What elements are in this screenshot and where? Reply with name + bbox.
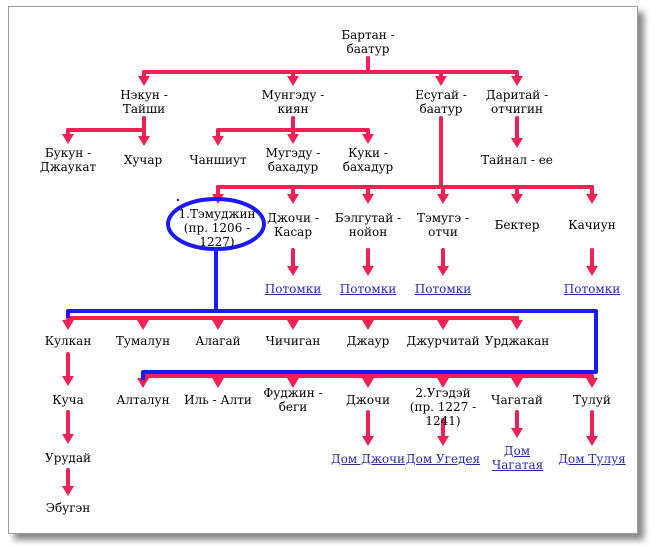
arrow-esugai-child-2-head (362, 194, 374, 204)
node-jochi-kasar: Джочи - Касар (267, 211, 319, 239)
node-il-alti: Иль - Алти (184, 393, 252, 407)
link-potomki-belgutai[interactable]: Потомки (339, 282, 397, 296)
node-temujin: 1.Тэмуджин (пр. 1206 - 1227) (178, 207, 256, 249)
arrow-kucha-urudai-head (62, 434, 74, 444)
arrow-row1-2-head (212, 320, 224, 330)
node-ugedei: 2.Угэдэй (пр. 1227 - 1241) (409, 386, 477, 428)
node-chichigan: Чичиган (265, 334, 321, 348)
node-jurchitai: Джурчитай (406, 334, 480, 348)
node-nekun: Нэкун - Тайши (120, 88, 168, 116)
node-altalun: Алталун (116, 393, 170, 407)
arrow-esugai-child-3-head (437, 194, 449, 204)
node-kuki: Куки - бахадур (342, 146, 394, 174)
node-chagatai: Чагатай (491, 393, 543, 407)
arrow-esugai-child-4-head (511, 194, 523, 204)
arrow-mungedu-kuki-head (362, 134, 374, 144)
link-dom-ugedei[interactable]: Дом Угедея (405, 452, 481, 466)
arrow-nekun-khuchar-head (138, 136, 150, 146)
node-temuge: Тэмугэ - отчи (417, 211, 469, 239)
node-tului: Тулуй (573, 393, 611, 407)
arrow-bartan-child-1-head (287, 76, 299, 86)
node-tumalun: Тумалун (115, 334, 171, 348)
link-potomki-kasar[interactable]: Потомки (264, 282, 322, 296)
arrow-row2-4-head (437, 378, 449, 388)
arrow-row1-5-head (437, 320, 449, 330)
node-kucha: Куча (52, 393, 84, 407)
highlight-dot (176, 198, 180, 202)
arrow-tului-dom-head (586, 436, 598, 446)
arrow-row2-0-head (137, 378, 149, 388)
arrow-urudai-ebugen-head (62, 486, 74, 496)
arrow-row2-3-head (362, 378, 374, 388)
link-potomki-temuge[interactable]: Потомки (414, 282, 472, 296)
arrow-mungedu-chanshiut-head (212, 136, 224, 146)
node-belgutai: Бэлгутай - нойон (334, 211, 402, 239)
node-esugai: Есугай - баатур (415, 88, 467, 116)
arrow-chagatai-dom-head (511, 428, 523, 438)
arrow-ugedei-dom-head (437, 436, 449, 446)
node-chanshiut: Чаншиут (189, 153, 247, 167)
node-kulkan: Кулкан (44, 334, 92, 348)
node-mungedu: Мунгэду - киян (261, 88, 325, 116)
arrow-daritai-tainal-head (511, 138, 523, 148)
temujin-highlight-path (66, 249, 598, 380)
arrow-row1-0-head (62, 320, 74, 330)
node-alagai: Алагай (195, 334, 241, 348)
arrow-potomki-3-head (586, 266, 598, 276)
node-bekter: Бектер (494, 218, 540, 232)
arrow-potomki-2-head (437, 266, 449, 276)
arrow-row1-4-head (362, 320, 374, 330)
arrow-row1-3-head (287, 320, 299, 330)
node-bukun: Букун - Джаукат (39, 146, 97, 174)
node-tainal: Тайнал - ее (481, 153, 553, 167)
link-potomki-kachiun[interactable]: Потомки (563, 282, 621, 296)
node-jochi: Джочи (346, 393, 390, 407)
arrow-bartan-child-2-head (435, 76, 447, 86)
arrow-mungedu-mugedu-head (287, 134, 299, 144)
node-khuchar: Хучар (123, 153, 163, 167)
arrow-bartan-child-3-head (511, 76, 523, 86)
arrow-kulkan-kucha-head (62, 376, 74, 386)
node-urjakan: Урджакан (484, 334, 550, 348)
arrow-row1-1-head (137, 320, 149, 330)
arrow-row2-2-head (287, 378, 299, 388)
arrow-row2-5-head (511, 378, 523, 388)
arrow-potomki-0-head (287, 266, 299, 276)
node-urudai: Урудай (45, 451, 91, 465)
arrow-potomki-1-head (362, 266, 374, 276)
arrow-bartan-child-0-head (138, 76, 150, 86)
node-kachiun: Качиун (568, 218, 616, 232)
arrow-esugai-child-5-head (586, 194, 598, 204)
arrow-nekun-bukun-head (62, 134, 74, 144)
link-dom-tului[interactable]: Дом Тулуя (558, 452, 626, 466)
link-dom-chagatai[interactable]: Дом Чагатая (492, 444, 544, 472)
node-mugedu: Мугэду - бахадур (265, 146, 321, 174)
arrow-row2-1-head (212, 378, 224, 388)
diagram-frame (8, 6, 638, 534)
node-ebugen: Эбугэн (45, 501, 91, 515)
arrow-row2-6-head (586, 378, 598, 388)
arrow-row1-6-head (511, 320, 523, 330)
arrow-esugai-child-1-head (287, 194, 299, 204)
node-jaur: Джаур (346, 334, 390, 348)
node-daritai: Даритай - отчигин (485, 88, 549, 116)
node-bartan: Бартан - баатур (341, 28, 395, 56)
link-dom-jochi[interactable]: Дом Джочи (330, 452, 406, 466)
node-fujin: Фуджин - беги (263, 386, 323, 414)
arrow-jochi-dom-head (362, 436, 374, 446)
